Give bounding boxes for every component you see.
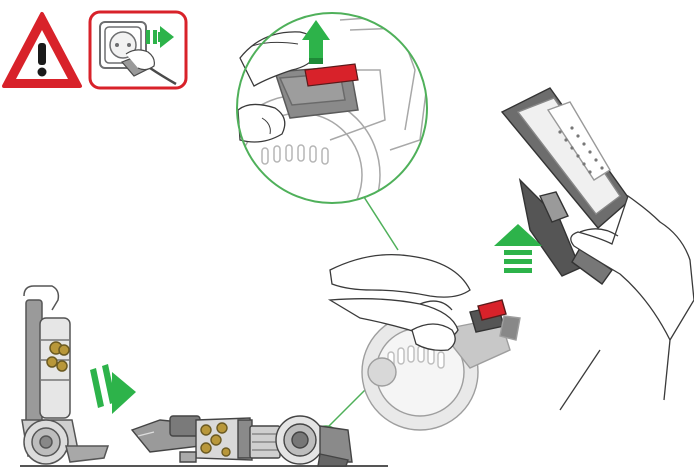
warning-triangle-icon	[4, 14, 80, 86]
detail-zoom-circle	[220, 13, 430, 255]
unplug-icon	[90, 12, 186, 88]
vacuum-on-floor	[132, 416, 352, 466]
tilt-direction-arrow-icon	[90, 364, 136, 414]
hand-holding-part	[560, 196, 694, 410]
